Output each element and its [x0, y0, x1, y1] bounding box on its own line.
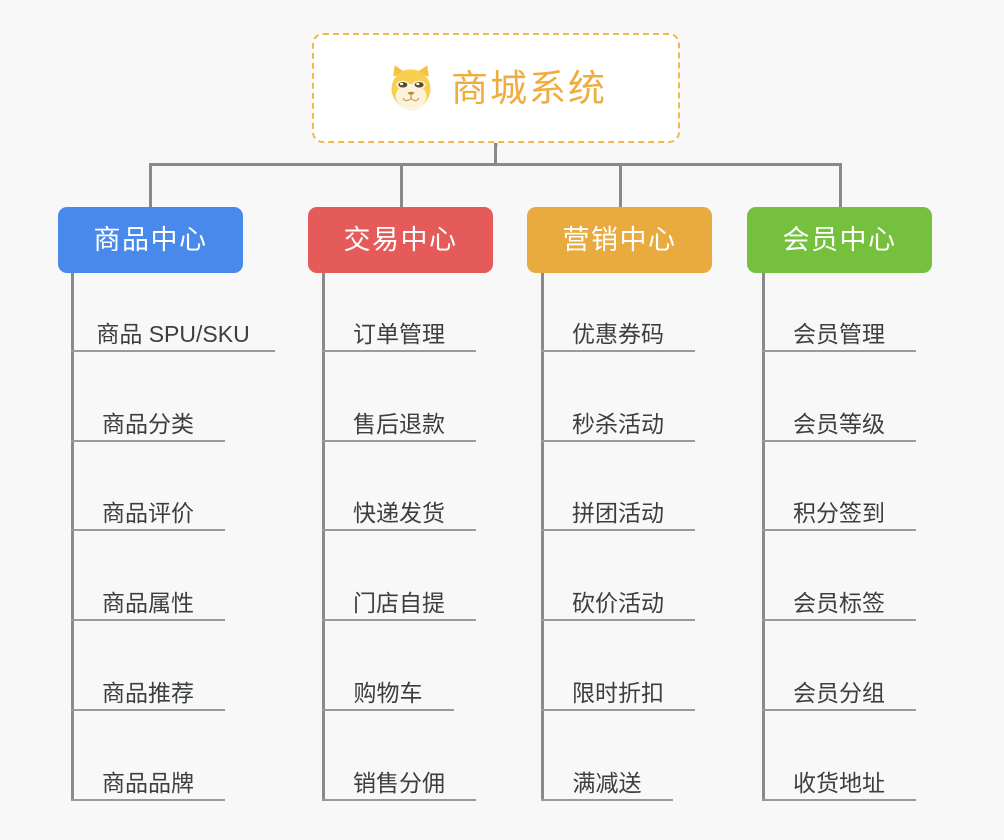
leaf-rule-2-1 — [541, 440, 695, 442]
category-drop-connector-4 — [839, 163, 842, 208]
leaf-label-2-5: 满减送 — [572, 770, 642, 796]
category-label-3: 会员中心 — [782, 224, 897, 255]
leaf-label-3-0: 会员管理 — [793, 321, 885, 347]
leaf-label-0-4: 商品推荐 — [102, 680, 194, 706]
leaf-label-2-1: 秒杀活动 — [572, 411, 664, 437]
leaf-label-0-1: 商品分类 — [102, 411, 194, 437]
leaf-rule-0-2 — [71, 529, 225, 531]
category-box-0[interactable]: 商品中心 — [58, 207, 243, 273]
leaf-label-3-2: 积分签到 — [793, 500, 885, 526]
leaf-rule-3-5 — [762, 799, 916, 801]
leaf-label-1-2: 快递发货 — [353, 500, 445, 526]
leaf-rule-0-1 — [71, 440, 225, 442]
leaf-rule-2-5 — [541, 799, 673, 801]
leaf-label-1-5: 销售分佣 — [353, 770, 445, 796]
leaf-label-2-2: 拼团活动 — [572, 500, 664, 526]
column-spine-2 — [541, 273, 544, 801]
leaf-rule-1-5 — [322, 799, 476, 801]
category-label-0: 商品中心 — [93, 224, 208, 255]
category-drop-connector-3 — [619, 163, 622, 208]
root-node[interactable]: 商城系统 — [312, 33, 680, 143]
leaf-rule-2-3 — [541, 619, 695, 621]
leaf-rule-3-0 — [762, 350, 916, 352]
column-spine-3 — [762, 273, 765, 801]
leaf-label-2-3: 砍价活动 — [572, 590, 664, 616]
leaf-label-3-4: 会员分组 — [793, 680, 885, 706]
leaf-rule-1-4 — [322, 709, 454, 711]
leaf-rule-3-1 — [762, 440, 916, 442]
leaf-rule-1-0 — [322, 350, 476, 352]
category-box-3[interactable]: 会员中心 — [747, 207, 932, 273]
leaf-rule-0-4 — [71, 709, 225, 711]
leaf-label-0-5: 商品品牌 — [102, 770, 194, 796]
leaf-rule-2-0 — [541, 350, 695, 352]
leaf-label-1-0: 订单管理 — [353, 321, 445, 347]
leaf-rule-2-2 — [541, 529, 695, 531]
category-drop-connector-1 — [149, 163, 152, 208]
leaf-label-3-5: 收货地址 — [793, 770, 885, 796]
leaf-label-2-4: 限时折扣 — [572, 680, 664, 706]
leaf-label-1-1: 售后退款 — [353, 411, 445, 437]
leaf-label-2-0: 优惠券码 — [572, 321, 664, 347]
leaf-rule-1-2 — [322, 529, 476, 531]
leaf-rule-3-3 — [762, 619, 916, 621]
leaf-label-3-1: 会员等级 — [793, 411, 885, 437]
leaf-rule-3-2 — [762, 529, 916, 531]
leaf-rule-0-3 — [71, 619, 225, 621]
leaf-label-1-4: 购物车 — [353, 680, 423, 706]
category-label-2: 营销中心 — [562, 224, 677, 255]
root-title: 商城系统 — [451, 67, 607, 109]
leaf-label-0-0: 商品 SPU/SKU — [96, 321, 250, 347]
leaf-label-3-3: 会员标签 — [793, 590, 885, 616]
leaf-rule-2-4 — [541, 709, 695, 711]
column-spine-0 — [71, 273, 74, 801]
leaf-label-1-3: 门店自提 — [353, 590, 445, 616]
leaf-label-0-3: 商品属性 — [102, 590, 194, 616]
category-box-2[interactable]: 营销中心 — [527, 207, 712, 273]
category-bus-connector — [149, 163, 842, 166]
category-drop-connector-2 — [400, 163, 403, 208]
leaf-rule-3-4 — [762, 709, 916, 711]
root-drop-connector — [494, 143, 497, 166]
leaf-rule-1-1 — [322, 440, 476, 442]
category-box-1[interactable]: 交易中心 — [308, 207, 493, 273]
leaf-label-0-2: 商品评价 — [102, 500, 194, 526]
category-label-1: 交易中心 — [343, 224, 458, 255]
leaf-rule-0-5 — [71, 799, 225, 801]
shiba-dog-face-icon — [385, 62, 437, 114]
leaf-rule-0-0 — [71, 350, 275, 352]
column-spine-1 — [322, 273, 325, 801]
leaf-rule-1-3 — [322, 619, 476, 621]
